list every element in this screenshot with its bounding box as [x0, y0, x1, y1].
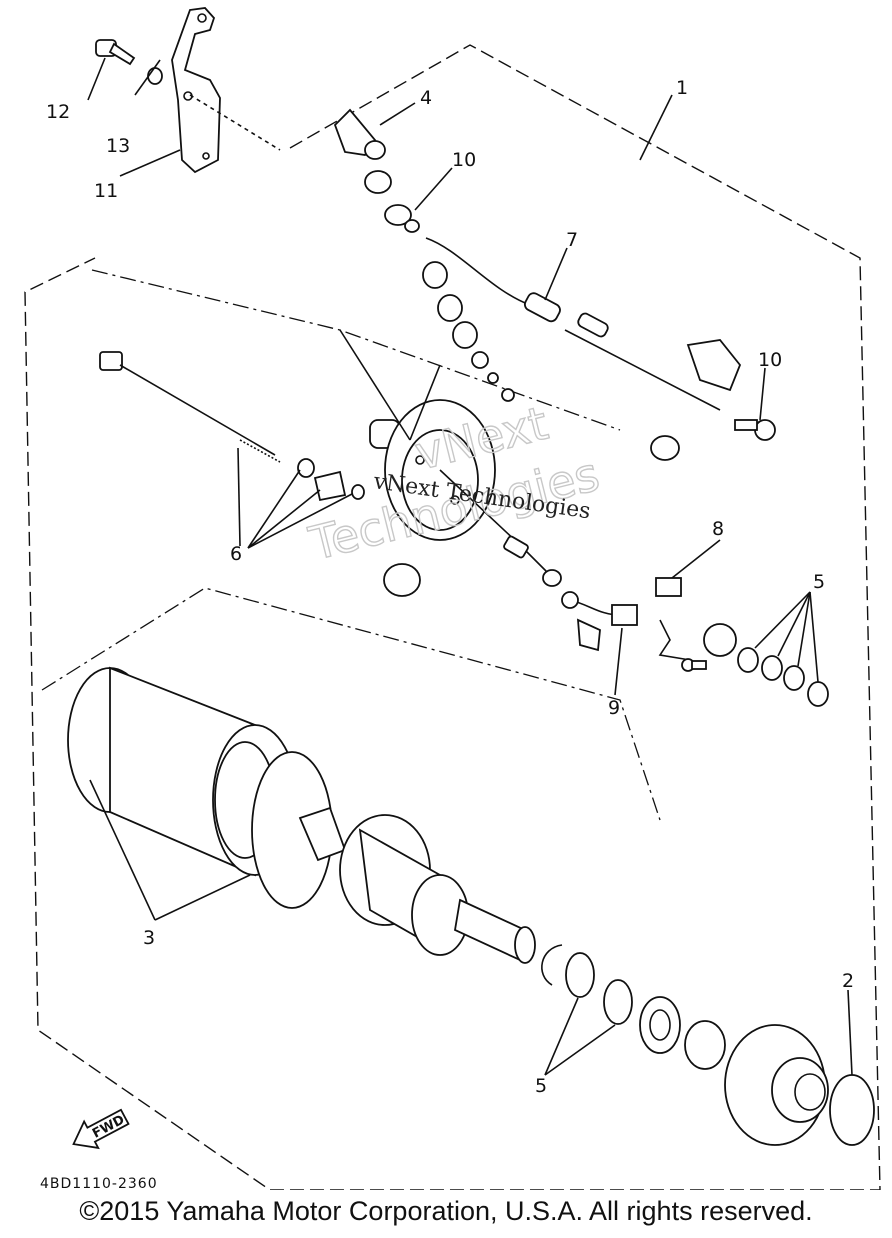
callout-10-right: 10 [758, 349, 782, 371]
brush-ring [542, 569, 562, 587]
callout-7: 7 [566, 229, 578, 251]
exploded-parts-diagram: 1 2 3 4 5 5 6 7 8 9 10 10 11 12 13 vNext… [24, 7, 881, 1190]
callout-11: 11 [94, 180, 118, 202]
brush-plate [658, 619, 691, 661]
rubber-boot [686, 339, 742, 392]
bearing [639, 996, 681, 1054]
lower-subassembly-outline [41, 587, 661, 821]
washer-lower-5a [565, 952, 595, 998]
lead-wire-part-7 [425, 237, 721, 411]
callout-10-upper: 10 [452, 149, 476, 171]
leader-lines [87, 57, 853, 1076]
callout-12: 12 [46, 101, 70, 123]
grommet [650, 435, 680, 461]
drawing-code: 4BD1110-2360 [40, 1176, 158, 1190]
bolt-part-12 [95, 39, 136, 66]
nut-washer-stack [364, 170, 420, 233]
circlip [541, 944, 563, 986]
needle-bearing [684, 1020, 726, 1070]
front-cover [724, 1024, 829, 1146]
callout-2: 2 [842, 970, 854, 992]
bushing [703, 623, 737, 657]
ring-terminal-part-10 [734, 419, 776, 441]
callout-5-lower: 5 [535, 1075, 547, 1097]
callout-5-upper: 5 [813, 571, 825, 593]
terminal-cover-part-4 [333, 108, 386, 160]
yoke-part-3 [67, 666, 333, 909]
callout-1: 1 [676, 77, 688, 99]
bracket-part [171, 7, 281, 174]
callout-8: 8 [712, 518, 724, 540]
brush-part-9 [611, 604, 638, 626]
callout-3: 3 [143, 927, 155, 949]
washer-6b [351, 484, 365, 500]
washer-part-13 [147, 67, 163, 85]
assembly-boundary [24, 44, 881, 1190]
callout-4: 4 [420, 87, 432, 109]
through-bolt-part-6 [99, 351, 281, 463]
washer-set-upper-part-5 [737, 647, 829, 707]
washer-stack-upper [422, 261, 515, 402]
screw-small [681, 658, 707, 672]
callout-9: 9 [608, 697, 620, 719]
o-ring-part-2 [829, 1074, 875, 1146]
brush-part-8 [655, 577, 682, 597]
callout-6: 6 [230, 543, 242, 565]
callout-13: 13 [106, 135, 130, 157]
fwd-arrow-icon: FWD [72, 1108, 130, 1150]
washer-6a [297, 458, 315, 478]
brush-spring [383, 563, 421, 597]
brush-ring-2 [561, 591, 579, 609]
armature [298, 806, 536, 964]
washer-lower-5b [603, 979, 633, 1025]
clip-6 [313, 470, 347, 502]
brush-bolt [576, 618, 601, 652]
copyright-notice: ©2015 Yamaha Motor Corporation, U.S.A. A… [79, 1196, 813, 1226]
